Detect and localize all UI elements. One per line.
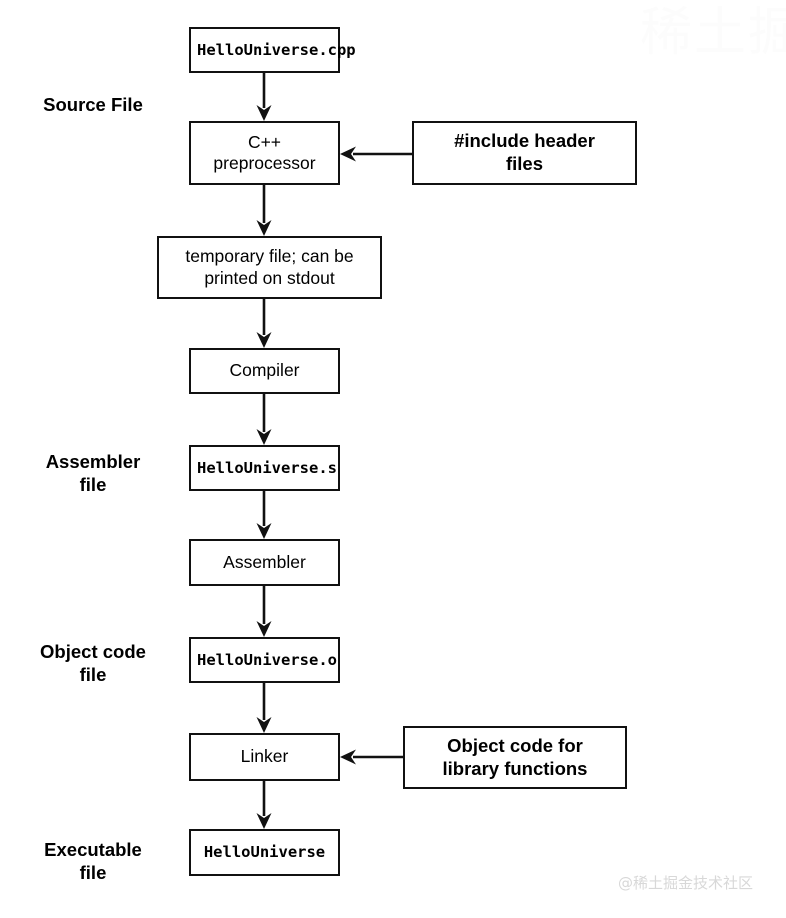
stage-label-object-code-file: Object code file [40, 641, 146, 686]
arrow-assembler-to-object-file-head [256, 621, 272, 637]
node-assembler[interactable]: Assembler [189, 539, 340, 586]
node-temporary-file[interactable]: temporary file; can be printed on stdout [157, 236, 382, 299]
node-object-code-file-label: HelloUniverse.o [197, 650, 337, 669]
arrow-preprocessor-to-temporary-head [256, 220, 272, 236]
arrow-linker-to-executable-head [256, 813, 272, 829]
node-linker-label: Linker [240, 746, 289, 767]
site-watermark: @稀土掘金技术社区 [618, 874, 754, 892]
stage-label-source-file: Source File [43, 94, 143, 115]
node-source-file[interactable]: HelloUniverse.cpp [189, 27, 356, 73]
node-include-header-files[interactable]: #include header files [412, 121, 637, 185]
node-library-functions[interactable]: Object code for library functions [403, 726, 627, 789]
node-preprocessor[interactable]: C++ preprocessor [189, 121, 340, 185]
node-assembler-file[interactable]: HelloUniverse.s [189, 445, 340, 491]
node-object-code-file[interactable]: HelloUniverse.o [189, 637, 340, 683]
node-include-header-files-label: #include header files [454, 130, 595, 174]
node-compiler[interactable]: Compiler [189, 348, 340, 394]
arrow-include-to-preprocessor-head [340, 146, 356, 162]
node-executable-file[interactable]: HelloUniverse [189, 829, 340, 876]
arrow-assembler-file-to-assembler-head [256, 523, 272, 539]
background-watermark: 稀土掘金 [640, 3, 786, 63]
stage-label-assembler-file: Assembler file [45, 451, 141, 496]
node-compiler-label: Compiler [229, 360, 300, 381]
node-assembler-file-label: HelloUniverse.s [197, 458, 337, 477]
arrow-compiler-to-assembler-file-head [256, 429, 272, 445]
node-source-file-label: HelloUniverse.cpp [197, 40, 356, 59]
arrow-object-file-to-linker-head [256, 717, 272, 733]
arrow-source-to-preprocessor-head [256, 105, 272, 121]
node-assembler-label: Assembler [223, 551, 306, 572]
node-library-functions-label: Object code for library functions [442, 734, 588, 779]
node-preprocessor-label: C++ preprocessor [213, 131, 316, 173]
node-temporary-file-label: temporary file; can be printed on stdout [185, 246, 354, 288]
arrow-library-to-linker-head [340, 749, 356, 765]
node-executable-file-label: HelloUniverse [203, 843, 326, 862]
arrow-temporary-to-compiler-head [256, 332, 272, 348]
node-linker[interactable]: Linker [189, 733, 340, 781]
stage-label-executable-file: Executable file [44, 839, 142, 884]
